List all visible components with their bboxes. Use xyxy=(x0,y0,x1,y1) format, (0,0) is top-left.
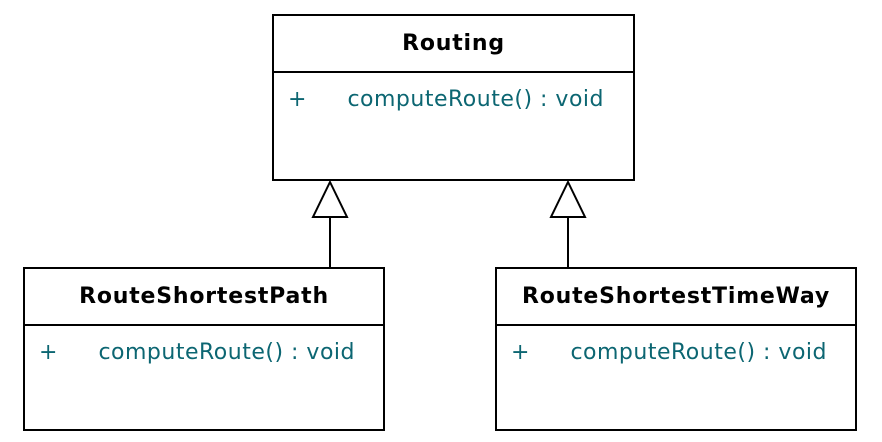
method-signature: computeRoute() : void xyxy=(570,340,827,365)
inheritance-triangle-icon xyxy=(549,179,587,218)
method-signature: computeRoute() : void xyxy=(98,340,355,365)
inheritance-triangle-icon xyxy=(311,179,349,218)
class-name: Routing xyxy=(402,31,505,56)
method-row: + computeRoute() : void xyxy=(511,341,855,365)
method-row: + computeRoute() : void xyxy=(288,88,633,112)
class-box-routeshortesttimeway: RouteShortestTimeWay + computeRoute() : … xyxy=(495,267,857,431)
class-method-compartment: + computeRoute() : void xyxy=(274,73,633,112)
generalization-arrow-routeshortestpath-to-routing xyxy=(311,179,349,267)
class-method-compartment: + computeRoute() : void xyxy=(25,326,383,365)
class-title-compartment: RouteShortestPath xyxy=(25,269,383,326)
method-row: + computeRoute() : void xyxy=(39,341,383,365)
class-box-routing: Routing + computeRoute() : void xyxy=(272,14,635,181)
method-visibility: + xyxy=(511,340,530,365)
class-method-compartment: + computeRoute() : void xyxy=(497,326,855,365)
class-title-compartment: Routing xyxy=(274,16,633,73)
class-name: RouteShortestPath xyxy=(79,284,329,309)
class-name: RouteShortestTimeWay xyxy=(521,284,831,309)
method-signature: computeRoute() : void xyxy=(347,87,604,112)
class-title-compartment: RouteShortestTimeWay xyxy=(497,269,855,326)
method-visibility: + xyxy=(288,87,307,112)
generalization-arrow-routeshortesttimeway-to-routing xyxy=(549,179,587,267)
method-visibility: + xyxy=(39,340,58,365)
class-box-routeshortestpath: RouteShortestPath + computeRoute() : voi… xyxy=(23,267,385,431)
